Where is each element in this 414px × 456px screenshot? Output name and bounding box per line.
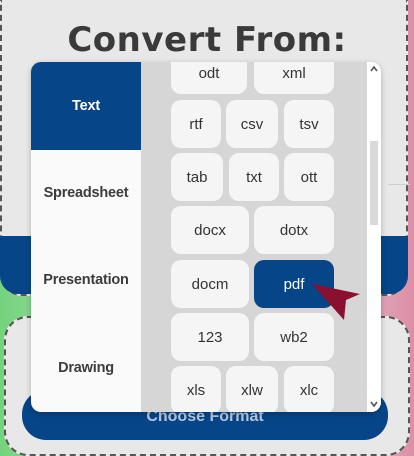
category-drawing[interactable]: Drawing — [31, 324, 141, 412]
format-button-xls[interactable]: xls — [171, 366, 221, 412]
format-label: xlc — [299, 381, 319, 399]
format-label: wb2 — [280, 328, 308, 346]
format-button-123[interactable]: 123 — [171, 313, 249, 361]
format-label: rtf — [189, 115, 203, 133]
format-button-docm[interactable]: docm — [171, 260, 249, 308]
scroll-up-arrow-icon[interactable] — [369, 64, 379, 74]
format-button-ott[interactable]: ott — [284, 153, 334, 201]
format-picker-modal: Text Spreadsheet Presentation Drawing od… — [31, 62, 381, 412]
scroll-thumb[interactable] — [370, 141, 378, 225]
format-button-dotx[interactable]: dotx — [254, 206, 334, 254]
scroll-down-arrow-icon[interactable] — [369, 399, 379, 409]
category-text[interactable]: Text — [31, 62, 141, 150]
format-label: tab — [186, 168, 208, 186]
modal-scrollbar[interactable] — [367, 62, 381, 412]
divider — [388, 184, 410, 185]
format-label: 123 — [197, 328, 223, 346]
category-label: Text — [72, 98, 100, 114]
format-button-odt[interactable]: odt — [171, 62, 247, 94]
format-label: dotx — [279, 221, 309, 239]
format-button-docx[interactable]: docx — [171, 206, 249, 254]
format-label: ott — [300, 168, 318, 186]
format-label: pdf — [283, 275, 305, 293]
format-label: odt — [198, 64, 220, 82]
format-button-tab[interactable]: tab — [171, 153, 223, 201]
choose-format-label: Choose Format — [146, 408, 264, 425]
format-label: docm — [191, 275, 229, 293]
format-button-tsv[interactable]: tsv — [284, 100, 334, 148]
format-button-wb2[interactable]: wb2 — [254, 313, 334, 361]
format-button-pdf[interactable]: pdf — [254, 260, 334, 308]
page-title: Convert From: — [67, 20, 347, 60]
category-spreadsheet[interactable]: Spreadsheet — [31, 150, 141, 236]
format-grid: odt xml rtf csv tsv tab txt ott docx dot… — [141, 62, 381, 412]
format-label: xlw — [241, 381, 263, 399]
format-button-xml[interactable]: xml — [254, 62, 334, 94]
format-button-csv[interactable]: csv — [226, 100, 278, 148]
format-button-rtf[interactable]: rtf — [171, 100, 221, 148]
format-label: csv — [240, 115, 264, 133]
format-button-xlw[interactable]: xlw — [226, 366, 278, 412]
category-presentation[interactable]: Presentation — [31, 236, 141, 324]
mouse-cursor-icon — [312, 284, 360, 320]
format-label: xls — [186, 381, 206, 399]
format-button-txt[interactable]: txt — [229, 153, 279, 201]
category-label: Presentation — [43, 272, 129, 288]
category-label: Spreadsheet — [43, 185, 129, 201]
format-label: xml — [282, 64, 306, 82]
format-button-xlc[interactable]: xlc — [284, 366, 334, 412]
format-label: tsv — [299, 115, 319, 133]
format-label: txt — [246, 168, 262, 186]
format-label: docx — [194, 221, 226, 239]
category-label: Drawing — [58, 360, 114, 376]
